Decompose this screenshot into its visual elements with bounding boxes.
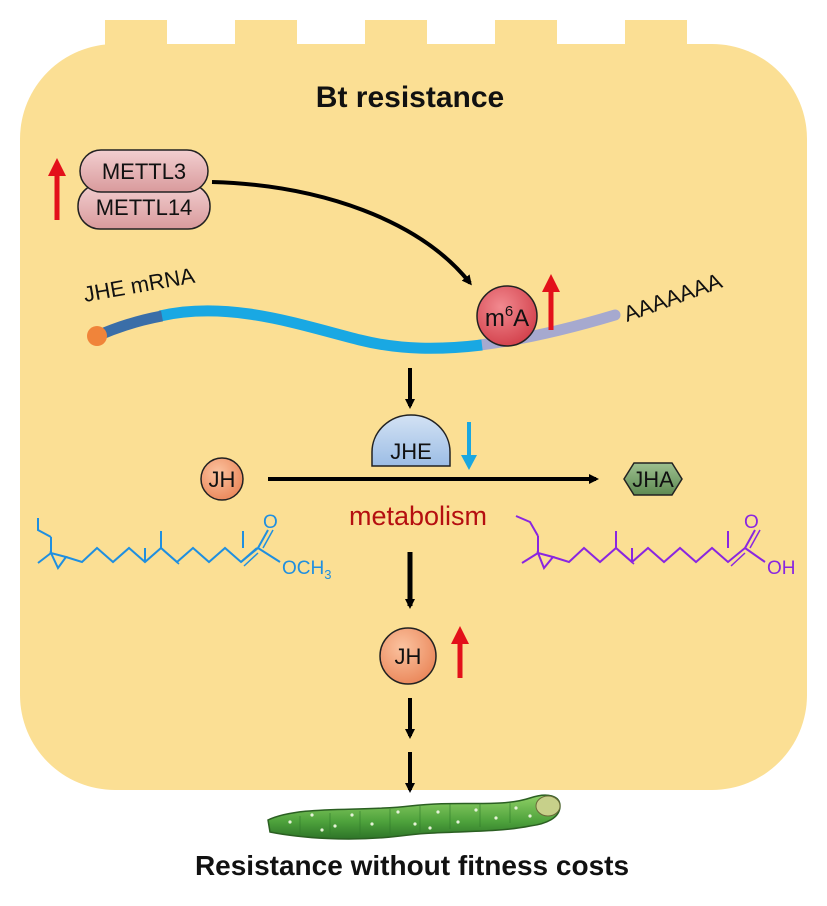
m6a-base: m — [485, 305, 505, 332]
title: Bt resistance — [316, 81, 504, 114]
up-arrow-icon — [48, 158, 66, 220]
svg-text:m6A: m6A — [485, 303, 529, 332]
jha-product: JHA — [623, 462, 683, 496]
jh-ester-base: OCH — [282, 558, 324, 579]
jh-ester-sub: 3 — [324, 567, 331, 582]
jha-label: JHA — [632, 467, 674, 492]
mettl3-label: METTL3 — [102, 159, 186, 184]
methylation-arrow — [211, 180, 472, 286]
mettl3-protein: METTL3 — [79, 149, 209, 193]
caterpillar-icon — [267, 794, 561, 840]
jha-acid-group: OH — [767, 558, 796, 579]
up-arrow-icon — [542, 274, 560, 330]
mettl14-label: METTL14 — [96, 195, 193, 220]
jhe-enzyme: JHE — [371, 414, 451, 467]
m6a-superscript: 6 — [505, 303, 513, 320]
up-arrow-icon — [451, 626, 469, 678]
jh-result-label: JH — [395, 644, 422, 669]
jh-result: JH — [379, 627, 437, 685]
mrna-cap — [87, 326, 107, 346]
down-arrow-icon — [461, 422, 477, 470]
jh-ester-group: OCH3 — [282, 558, 331, 582]
metabolism-label: metabolism — [349, 501, 487, 531]
jh-o-top: O — [263, 512, 278, 533]
jh-structure — [37, 518, 281, 570]
jh-substrate-label: JH — [209, 467, 236, 492]
mettl14-protein: METTL14 — [77, 183, 211, 230]
m6a-tail: A — [513, 305, 529, 332]
jha-structure — [515, 515, 766, 570]
jha-o-top: O — [744, 512, 759, 533]
jhe-label: JHE — [390, 439, 432, 464]
caption: Resistance without fitness costs — [195, 850, 629, 881]
jh-substrate: JH — [200, 457, 244, 501]
m6a-modification: m6A — [476, 285, 538, 347]
